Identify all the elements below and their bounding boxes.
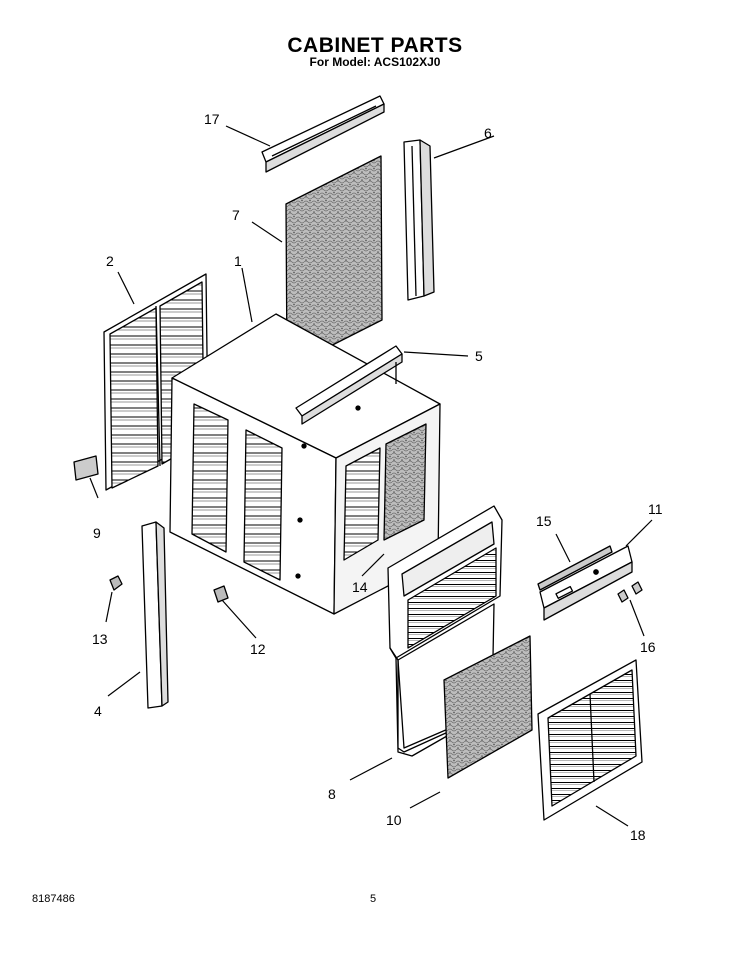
- clips-part-16: [617, 581, 643, 603]
- callout-2: 2: [106, 253, 114, 269]
- brace-part-5: [295, 345, 403, 425]
- callout-4: 4: [94, 703, 102, 719]
- top-rail-part-17: [261, 95, 385, 173]
- filter-panel-part-7: [285, 155, 383, 369]
- callout-1: 1: [234, 253, 242, 269]
- callout-12: 12: [250, 641, 266, 657]
- screw-part-12: [213, 585, 229, 603]
- callout-18: 18: [630, 827, 646, 843]
- document-number: 8187486: [32, 893, 75, 905]
- clip-part-9: [73, 455, 99, 481]
- callout-17: 17: [204, 111, 220, 127]
- page-number: 5: [370, 893, 377, 905]
- callout-16: 16: [640, 639, 656, 655]
- front-grille-part-18: [537, 659, 643, 821]
- control-bracket-part-11: [539, 545, 633, 621]
- callout-13: 13: [92, 631, 108, 647]
- callout-8: 8: [328, 786, 336, 802]
- callout-14: 14: [352, 579, 368, 595]
- front-filter-part-10: [443, 635, 533, 779]
- control-strip-part-15: [537, 545, 613, 591]
- callout-10: 10: [386, 812, 402, 828]
- vertical-strip-part-4: [141, 521, 169, 709]
- page-title: CABINET PARTS: [287, 34, 463, 57]
- model-subtitle: For Model: ACS102XJ0: [309, 55, 441, 69]
- leader-lines: [89, 125, 653, 827]
- callout-11: 11: [648, 501, 663, 517]
- side-channel-part-6: [403, 139, 435, 301]
- callout-5: 5: [475, 348, 483, 364]
- callout-6: 6: [484, 125, 492, 141]
- callout-9: 9: [93, 525, 101, 541]
- callout-15: 15: [536, 513, 552, 529]
- callout-7: 7: [232, 207, 240, 223]
- screw-part-13: [109, 575, 123, 591]
